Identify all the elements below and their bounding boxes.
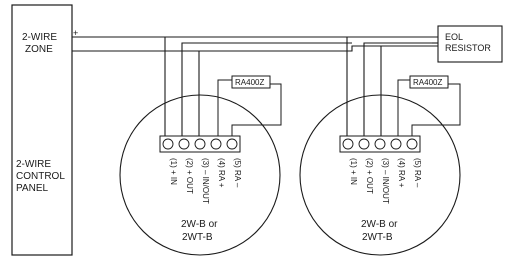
terminal-screws-1 — [162, 138, 238, 150]
terminal-1-3: (3) – IN/OUT — [201, 158, 210, 204]
terminal-1-2: (2) + OUT — [185, 158, 194, 194]
zone-minus-sign: – — [73, 45, 78, 55]
terminal-1-4: (4) RA + — [217, 158, 226, 188]
detector-1-model-line1: 2W-B or — [181, 219, 218, 230]
zone-wires — [72, 36, 438, 52]
terminal-2-3: (3) – IN/OUT — [381, 158, 390, 204]
panel-label-line1: 2-WIRE — [16, 159, 51, 170]
ra400z-label-2: RA400Z — [413, 78, 442, 87]
panel-label-line3: PANEL — [16, 183, 48, 194]
eol-line2: RESISTOR — [445, 43, 491, 53]
terminal-1-5: (5) RA – — [233, 158, 242, 188]
detector-2-model-line1: 2W-B or — [361, 219, 398, 230]
zone-label-line2: ZONE — [25, 44, 53, 55]
terminal-screws-2 — [342, 138, 418, 150]
terminal-1-1: (1) + IN — [169, 158, 178, 185]
detector-1-wiring — [164, 37, 352, 136]
detector-base-2 — [299, 94, 461, 256]
panel-label-line2: CONTROL — [16, 171, 65, 182]
ra400z-box-2 — [409, 75, 449, 89]
terminal-2-2: (2) + OUT — [365, 158, 374, 194]
ra400z-label-1: RA400Z — [235, 78, 264, 87]
zone-plus-sign: + — [73, 28, 78, 38]
terminal-2-5: (5) RA – — [413, 158, 422, 188]
detector-1-model-line2: 2WT-B — [182, 232, 213, 243]
detector-2-model-line2: 2WT-B — [362, 232, 393, 243]
eol-line1: EOL — [445, 32, 463, 42]
detector-2-wiring — [346, 37, 461, 136]
terminal-2-1: (1) + IN — [349, 158, 358, 185]
ra400z-box-1 — [231, 75, 271, 89]
terminal-2-4: (4) RA + — [397, 158, 406, 188]
detector-base-1 — [119, 94, 281, 256]
eol-resistor-box — [437, 25, 503, 63]
zone-label-line1: 2-WIRE — [22, 32, 57, 43]
control-panel-box — [11, 4, 73, 256]
